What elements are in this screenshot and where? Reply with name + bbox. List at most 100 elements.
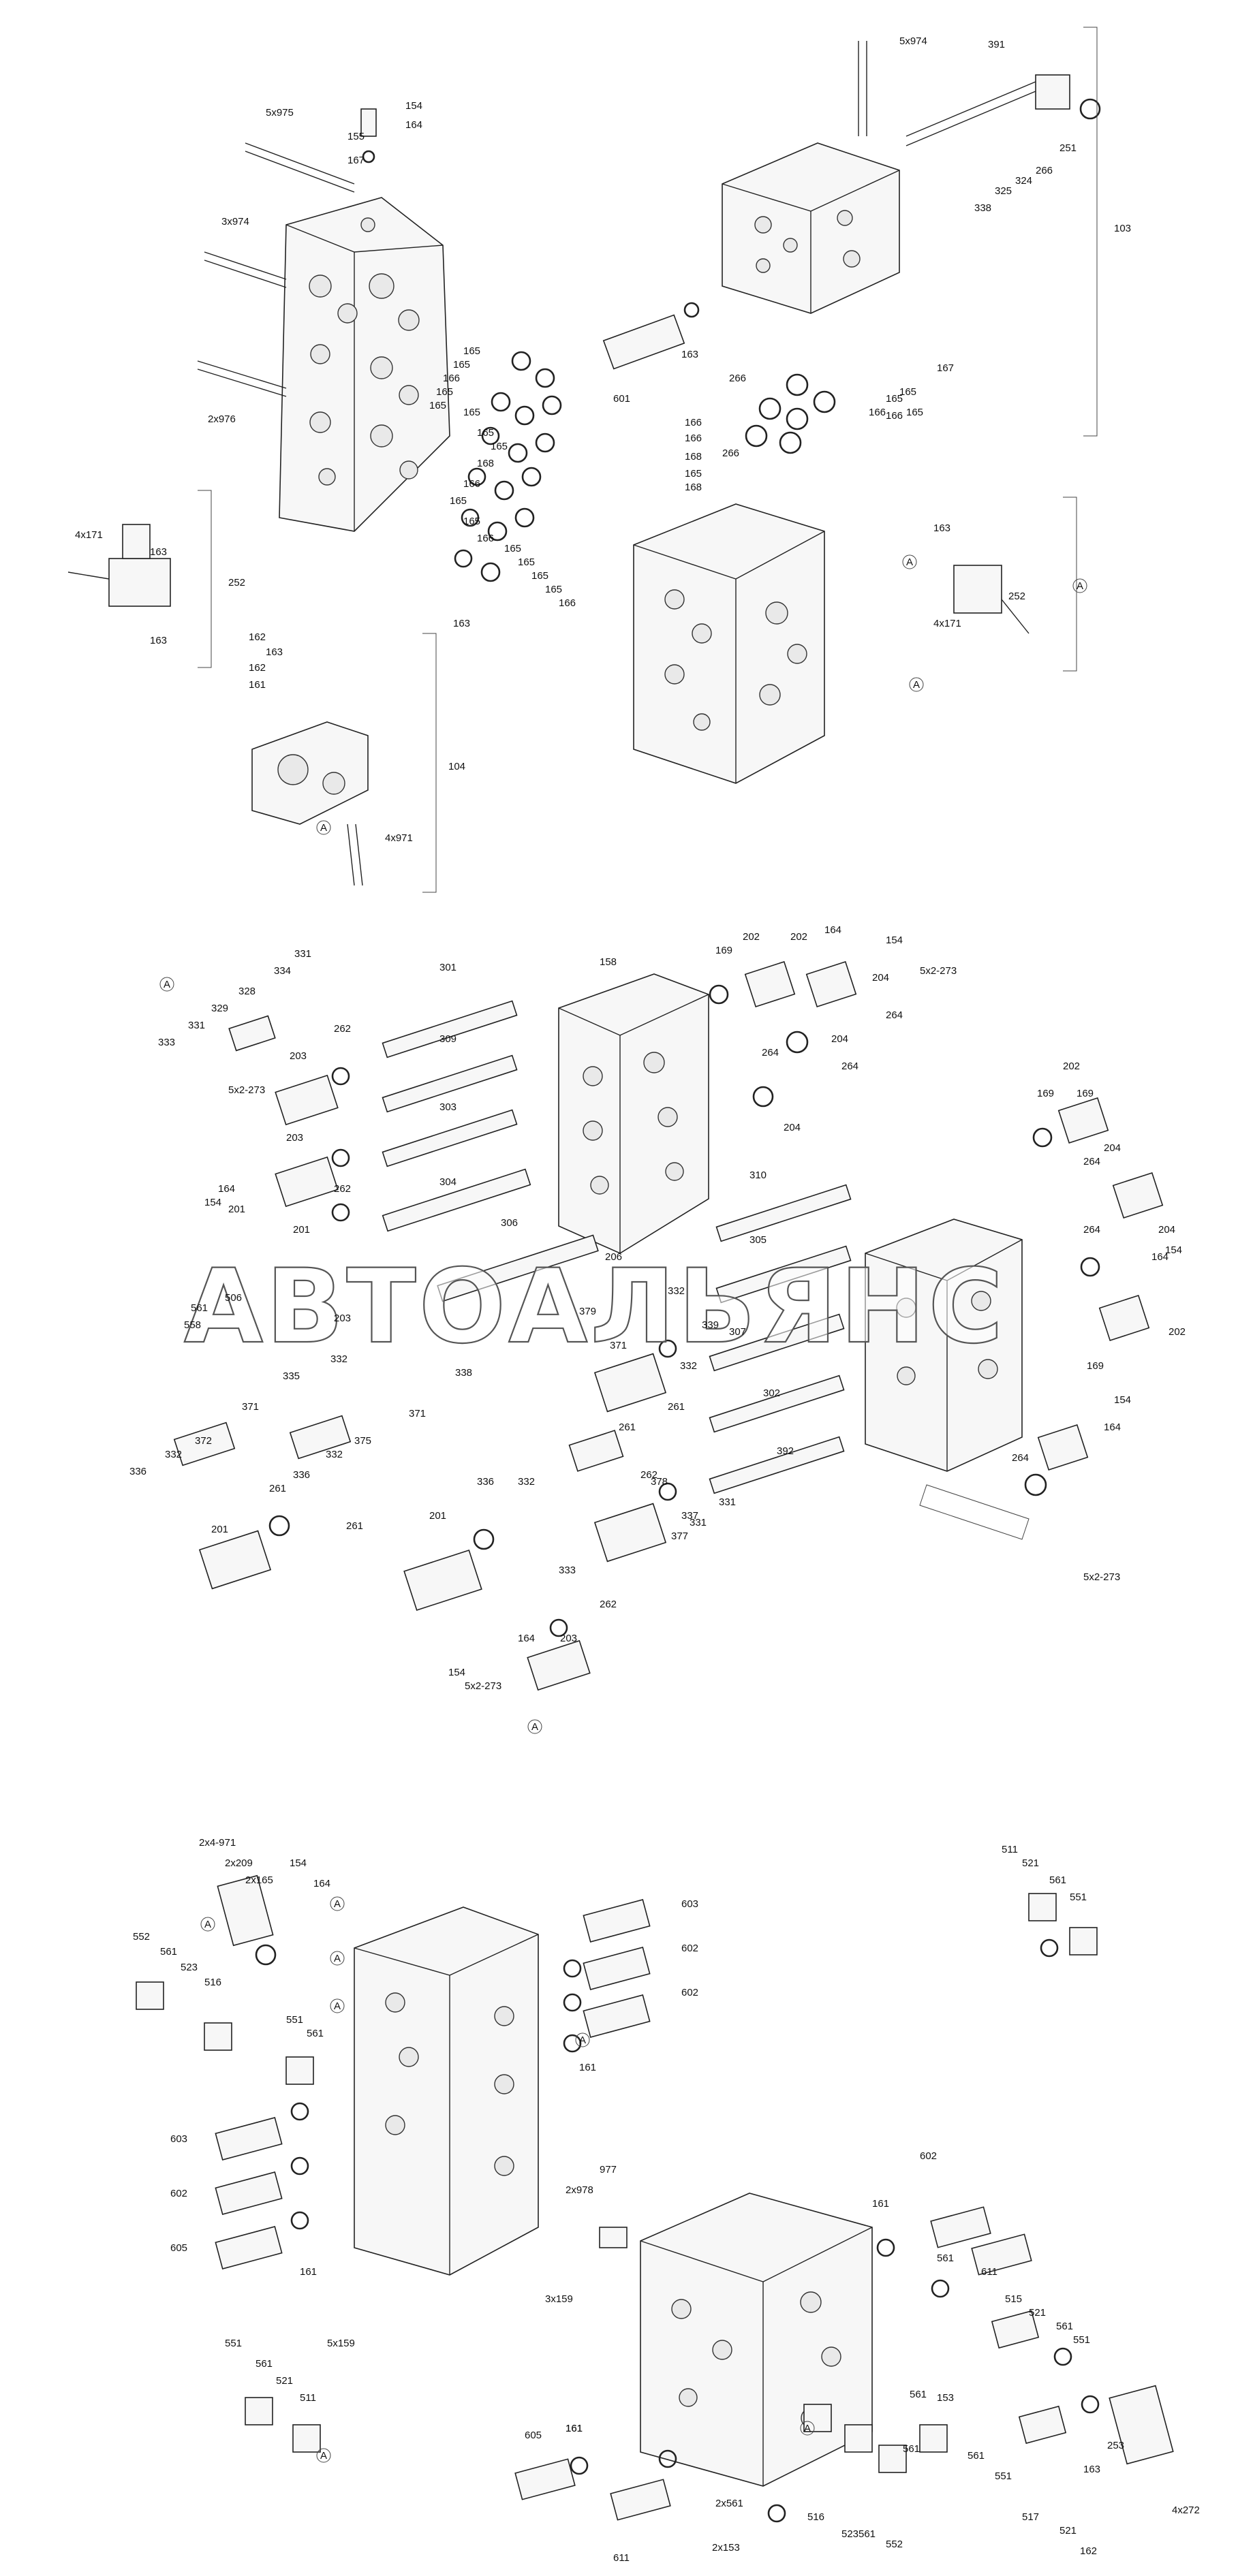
callout-label: 261 [346, 1520, 363, 1532]
callout-label: 161 [579, 2062, 596, 2073]
callout-label: 337 [681, 1510, 698, 1522]
callout-label: 5x2-273 [920, 965, 957, 977]
callout-label: 2x978 [566, 2184, 593, 2196]
callout-label: 154 [1114, 1394, 1131, 1406]
callout-label: 339 [702, 1319, 719, 1331]
callout-label: 377 [671, 1530, 688, 1542]
callout-label: 2x561 [715, 2498, 743, 2509]
callout-labels-section-1: 5x9751541641551673x9742x9764x17125216316… [75, 35, 1131, 844]
callout-label: 338 [455, 1367, 472, 1379]
callout-label: 336 [477, 1476, 494, 1488]
reference-circle-icon [330, 1998, 345, 2013]
callout-label: 561 [307, 2028, 324, 2039]
reference-circle-icon [159, 977, 174, 992]
callout-label: 165 [685, 468, 702, 480]
callout-label: 2x153 [712, 2542, 740, 2554]
callout-label: 329 [211, 1003, 228, 1014]
callout-label: 371 [409, 1408, 426, 1419]
reference-circle-icon [316, 2448, 331, 2463]
callout-label: 306 [501, 1217, 518, 1229]
reference-circle-icon [316, 820, 331, 835]
callout-label: 332 [165, 1449, 182, 1460]
callout-label: 304 [439, 1176, 456, 1188]
callout-label: 204 [831, 1033, 848, 1045]
callout-label: 552 [133, 1931, 150, 1943]
callout-label: 158 [600, 956, 617, 968]
cartridges-left [215, 1899, 651, 2269]
callout-label: 551 [225, 2338, 242, 2349]
callout-label: 332 [668, 1285, 685, 1297]
callout-label: 168 [685, 451, 702, 462]
callout-label: 104 [448, 761, 465, 772]
callout-label: 203 [290, 1050, 307, 1062]
callout-label: 168 [477, 458, 494, 469]
callout-label: 336 [293, 1469, 310, 1481]
callout-label: 262 [334, 1023, 351, 1035]
callout-label: A [579, 2035, 586, 2046]
callout-label: 202 [790, 931, 807, 943]
callout-label: 324 [1015, 175, 1032, 187]
callout-label: 4x272 [1172, 2504, 1200, 2516]
callout-label: 202 [1063, 1061, 1080, 1072]
callout-label: 166 [559, 597, 576, 609]
callout-label: 155 [347, 131, 365, 142]
reference-circle-icon [909, 677, 924, 692]
callout-label: 302 [763, 1387, 780, 1399]
callout-label: 262 [334, 1183, 351, 1195]
callout-label: 164 [218, 1183, 235, 1195]
callout-label: 2x165 [245, 1874, 273, 1886]
callout-label: 334 [274, 965, 291, 977]
callout-label: 521 [1059, 2525, 1077, 2536]
callout-label: 163 [1083, 2464, 1100, 2475]
spools [382, 1000, 852, 1494]
callout-label: 165 [463, 345, 480, 357]
callout-label: 252 [1008, 591, 1025, 602]
callout-labels-section-3: 2x4-9712x2092x16515416455256152351655156… [133, 1837, 1200, 2564]
callout-label: 166 [685, 417, 702, 428]
callout-label: 331 [719, 1496, 736, 1508]
callout-label: 204 [1158, 1224, 1175, 1236]
callout-label: 266 [729, 373, 746, 384]
springs-and-caps [173, 1015, 667, 1691]
callout-label: 168 [685, 482, 702, 493]
callout-label: 611 [981, 2266, 997, 2278]
callout-label: 261 [619, 1421, 636, 1433]
callout-label: 165 [429, 400, 446, 411]
cover-plate [251, 721, 369, 886]
callout-labels-section-2: 3313343293283333315x2-273203262301309303… [129, 924, 1186, 1734]
callout-label: 332 [330, 1353, 347, 1365]
callout-label: 163 [150, 635, 167, 646]
callout-label: 372 [195, 1435, 212, 1447]
callout-label: 515 [1005, 2293, 1022, 2305]
callout-label: 602 [920, 2150, 937, 2162]
callout-label: 165 [531, 570, 548, 582]
callout-label: 561 [937, 2252, 954, 2264]
callout-label: 371 [242, 1401, 259, 1413]
callout-label: 552 [886, 2539, 903, 2550]
callout-label: 517 [1022, 2511, 1039, 2523]
callout-label: 264 [1012, 1452, 1029, 1464]
callout-label: 523 [841, 2528, 858, 2540]
callout-label: 204 [784, 1122, 801, 1133]
valve-block-left [279, 197, 450, 532]
reference-circle-icon [575, 2032, 590, 2047]
callout-label: 165 [450, 495, 467, 507]
callout-label: 162 [1080, 2545, 1097, 2557]
callout-label: 521 [1022, 1857, 1039, 1869]
pilot-valve-right [953, 565, 1030, 634]
callout-label: 5x2-273 [465, 1680, 501, 1692]
callout-label: A [334, 2000, 341, 2012]
callout-label: 5x2-273 [228, 1084, 265, 1096]
callout-label: 523 [181, 1962, 198, 1973]
reference-circle-icon [902, 554, 917, 569]
callout-label: 165 [463, 516, 480, 527]
callout-label: 161 [249, 679, 266, 691]
callout-label: 164 [1151, 1251, 1169, 1263]
callout-label: 521 [276, 2375, 293, 2387]
callout-label: 303 [439, 1101, 456, 1113]
callout-label: 5x2-273 [1083, 1571, 1120, 1583]
callout-label: 511 [1002, 1844, 1018, 1855]
callout-label: 266 [722, 447, 739, 459]
callout-label: 561 [191, 1302, 208, 1314]
callout-label: 161 [872, 2198, 889, 2210]
